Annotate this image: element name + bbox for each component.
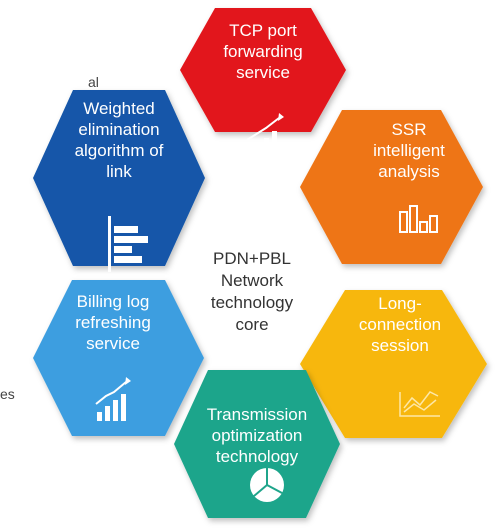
label-line: technology [215,447,299,466]
hexagon-billing [33,280,204,436]
line-chart-icon [399,391,440,417]
center-label: PDN+PBL Network technology core [190,248,314,336]
edge-text-top: al [88,74,99,90]
center-line: technology [210,293,294,312]
label-line: refreshing [75,313,151,332]
label-line: Billing log [76,292,150,311]
label-line: connection [358,315,442,334]
label-line: TCP port [229,21,297,40]
hexagon-trans [174,370,340,518]
label-tcp: TCP port forwarding service [198,20,328,83]
horizontal-bar-icon [108,216,148,272]
label-line: service [86,334,140,353]
bar-chart-icon [95,377,131,421]
hexagon-long [300,290,487,438]
label-long: Long- connection session [340,293,460,356]
label-line: service [236,63,290,82]
stacked-bar-icon [399,205,438,233]
label-line: analysis [378,162,440,181]
label-line: intelligent [373,141,445,160]
label-ssr: SSR intelligent analysis [354,119,464,182]
label-line: algorithm of [74,141,164,160]
edge-text-bottom: es [0,386,15,402]
label-line: Weighted [83,99,155,118]
center-line: core [235,315,269,334]
label-line: session [371,336,429,355]
label-trans: Transmission optimization technology [187,404,327,467]
label-billing: Billing log refreshing service [48,291,178,354]
label-line: SSR [391,120,427,139]
label-line: optimization [211,426,303,445]
label-line: Long- [378,294,422,313]
center-line: Network [220,271,284,290]
label-line: elimination [78,120,160,139]
label-line: forwarding [223,42,303,61]
hexagon-tcp [180,8,346,132]
label-weighted: Weighted elimination algorithm of link [54,98,184,182]
label-line: link [106,162,132,181]
hexagon-weighted [33,90,205,266]
label-line: Transmission [206,405,308,424]
center-line: PDN+PBL [213,249,291,268]
bar-chart-icon [246,113,284,158]
pie-chart-icon [250,468,284,502]
